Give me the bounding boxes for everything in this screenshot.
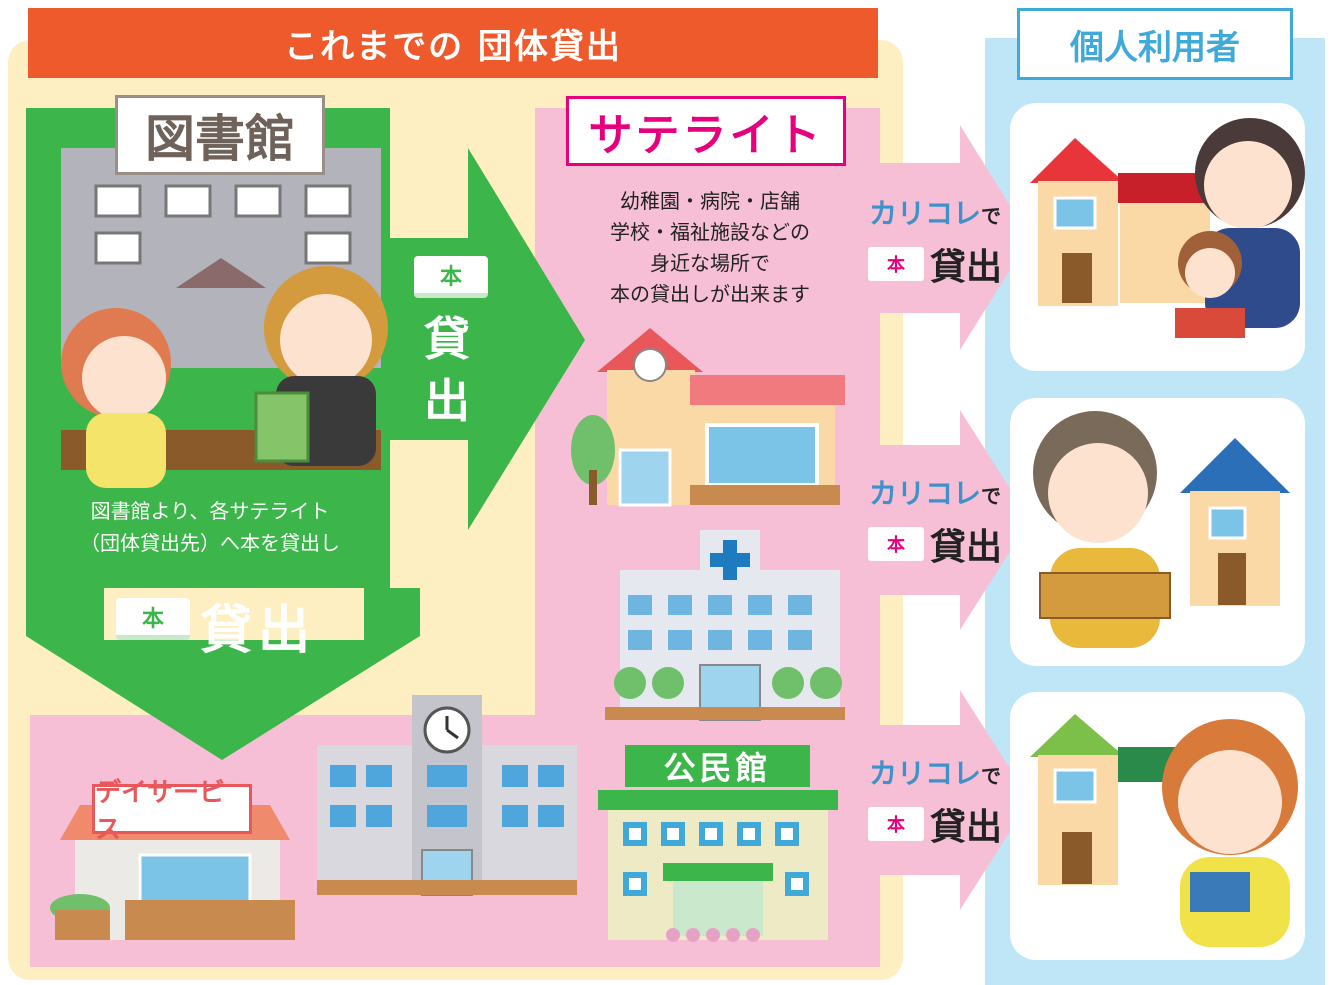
group-lending-header: これまでの 団体貸出 <box>28 8 878 78</box>
father-child-illustration <box>1030 118 1305 338</box>
karikore-2: カリコレ <box>868 477 981 510</box>
kominkan-label: 公民館 <box>625 745 810 787</box>
library-illustration <box>61 148 388 488</box>
sat-desc-line3: 身近な場所で <box>650 251 770 275</box>
library-desc-line1: 図書館より、各サテライト <box>90 499 330 523</box>
karikore-1: カリコレ <box>868 197 981 230</box>
user-card-elderly <box>1010 398 1305 666</box>
lend-row-1: 本貸出 <box>860 238 1010 290</box>
personal-user-label: 個人利用者 <box>1017 8 1293 80</box>
book-badge-2: 本 <box>867 527 924 561</box>
hospital-illustration <box>605 530 845 721</box>
de-3: で <box>981 764 1001 788</box>
pink-arrow-shape-3 <box>880 690 1030 910</box>
book-badge-3: 本 <box>867 807 924 841</box>
library-desc-line2: （団体貸出先）へ本を貸出し <box>80 531 340 555</box>
down-arrow-shape <box>26 588 420 760</box>
library-description: 図書館より、各サテライト （団体貸出先）へ本を貸出し <box>40 495 380 559</box>
book-badge-right: 本 <box>414 256 488 298</box>
right-arrow-shape <box>390 148 585 530</box>
arrow-text-2: カリコレで 本貸出 <box>860 472 1010 570</box>
karikore-label-3: カリコレで <box>860 752 1010 792</box>
arrow-text-3: カリコレで 本貸出 <box>860 752 1010 850</box>
karikore-label-2: カリコレで <box>860 472 1010 512</box>
satellite-description: 幼稚園・病院・店舗 学校・福祉施設などの 身近な場所で 本の貸出しが出来ます <box>560 186 860 310</box>
karikore-3: カリコレ <box>868 757 981 790</box>
lend-1: 貸出 <box>929 247 1002 288</box>
de-1: で <box>981 204 1001 228</box>
pink-arrow-shape-1 <box>880 125 1030 350</box>
young-woman-illustration <box>1030 714 1298 947</box>
library-title: 図書館 <box>115 95 325 175</box>
book-badge-1: 本 <box>867 247 924 281</box>
karikore-label-1: カリコレで <box>860 192 1010 232</box>
lend-horizontal: 貸出 <box>200 601 317 661</box>
lend-3: 貸出 <box>929 807 1002 848</box>
de-2: で <box>981 484 1001 508</box>
lend-vertical: 貸 出 <box>412 308 482 432</box>
kindergarten-illustration <box>571 328 845 507</box>
book-badge-down: 本 <box>116 598 190 640</box>
lend-vertical-char2: 出 <box>424 374 470 428</box>
user-card-young-woman <box>1010 692 1305 960</box>
sat-desc-line4: 本の貸出しが出来ます <box>610 282 810 306</box>
pink-arrow-shape-2 <box>880 410 1030 630</box>
lend-row-3: 本貸出 <box>860 798 1010 850</box>
school-illustration <box>317 695 577 896</box>
user-card-father-child <box>1010 103 1305 371</box>
sat-desc-line2: 学校・福祉施設などの <box>610 220 810 244</box>
lend-vertical-char1: 貸 <box>424 312 470 366</box>
kominkan-illustration <box>598 790 838 942</box>
satellite-title: サテライト <box>566 96 846 166</box>
lend-row-2: 本貸出 <box>860 518 1010 570</box>
sat-desc-line1: 幼稚園・病院・店舗 <box>620 189 800 213</box>
elderly-woman-illustration <box>1033 411 1290 648</box>
arrow-text-1: カリコレで 本貸出 <box>860 192 1010 290</box>
lend-2: 貸出 <box>929 527 1002 568</box>
dayservice-label: デイサービス <box>92 778 252 845</box>
